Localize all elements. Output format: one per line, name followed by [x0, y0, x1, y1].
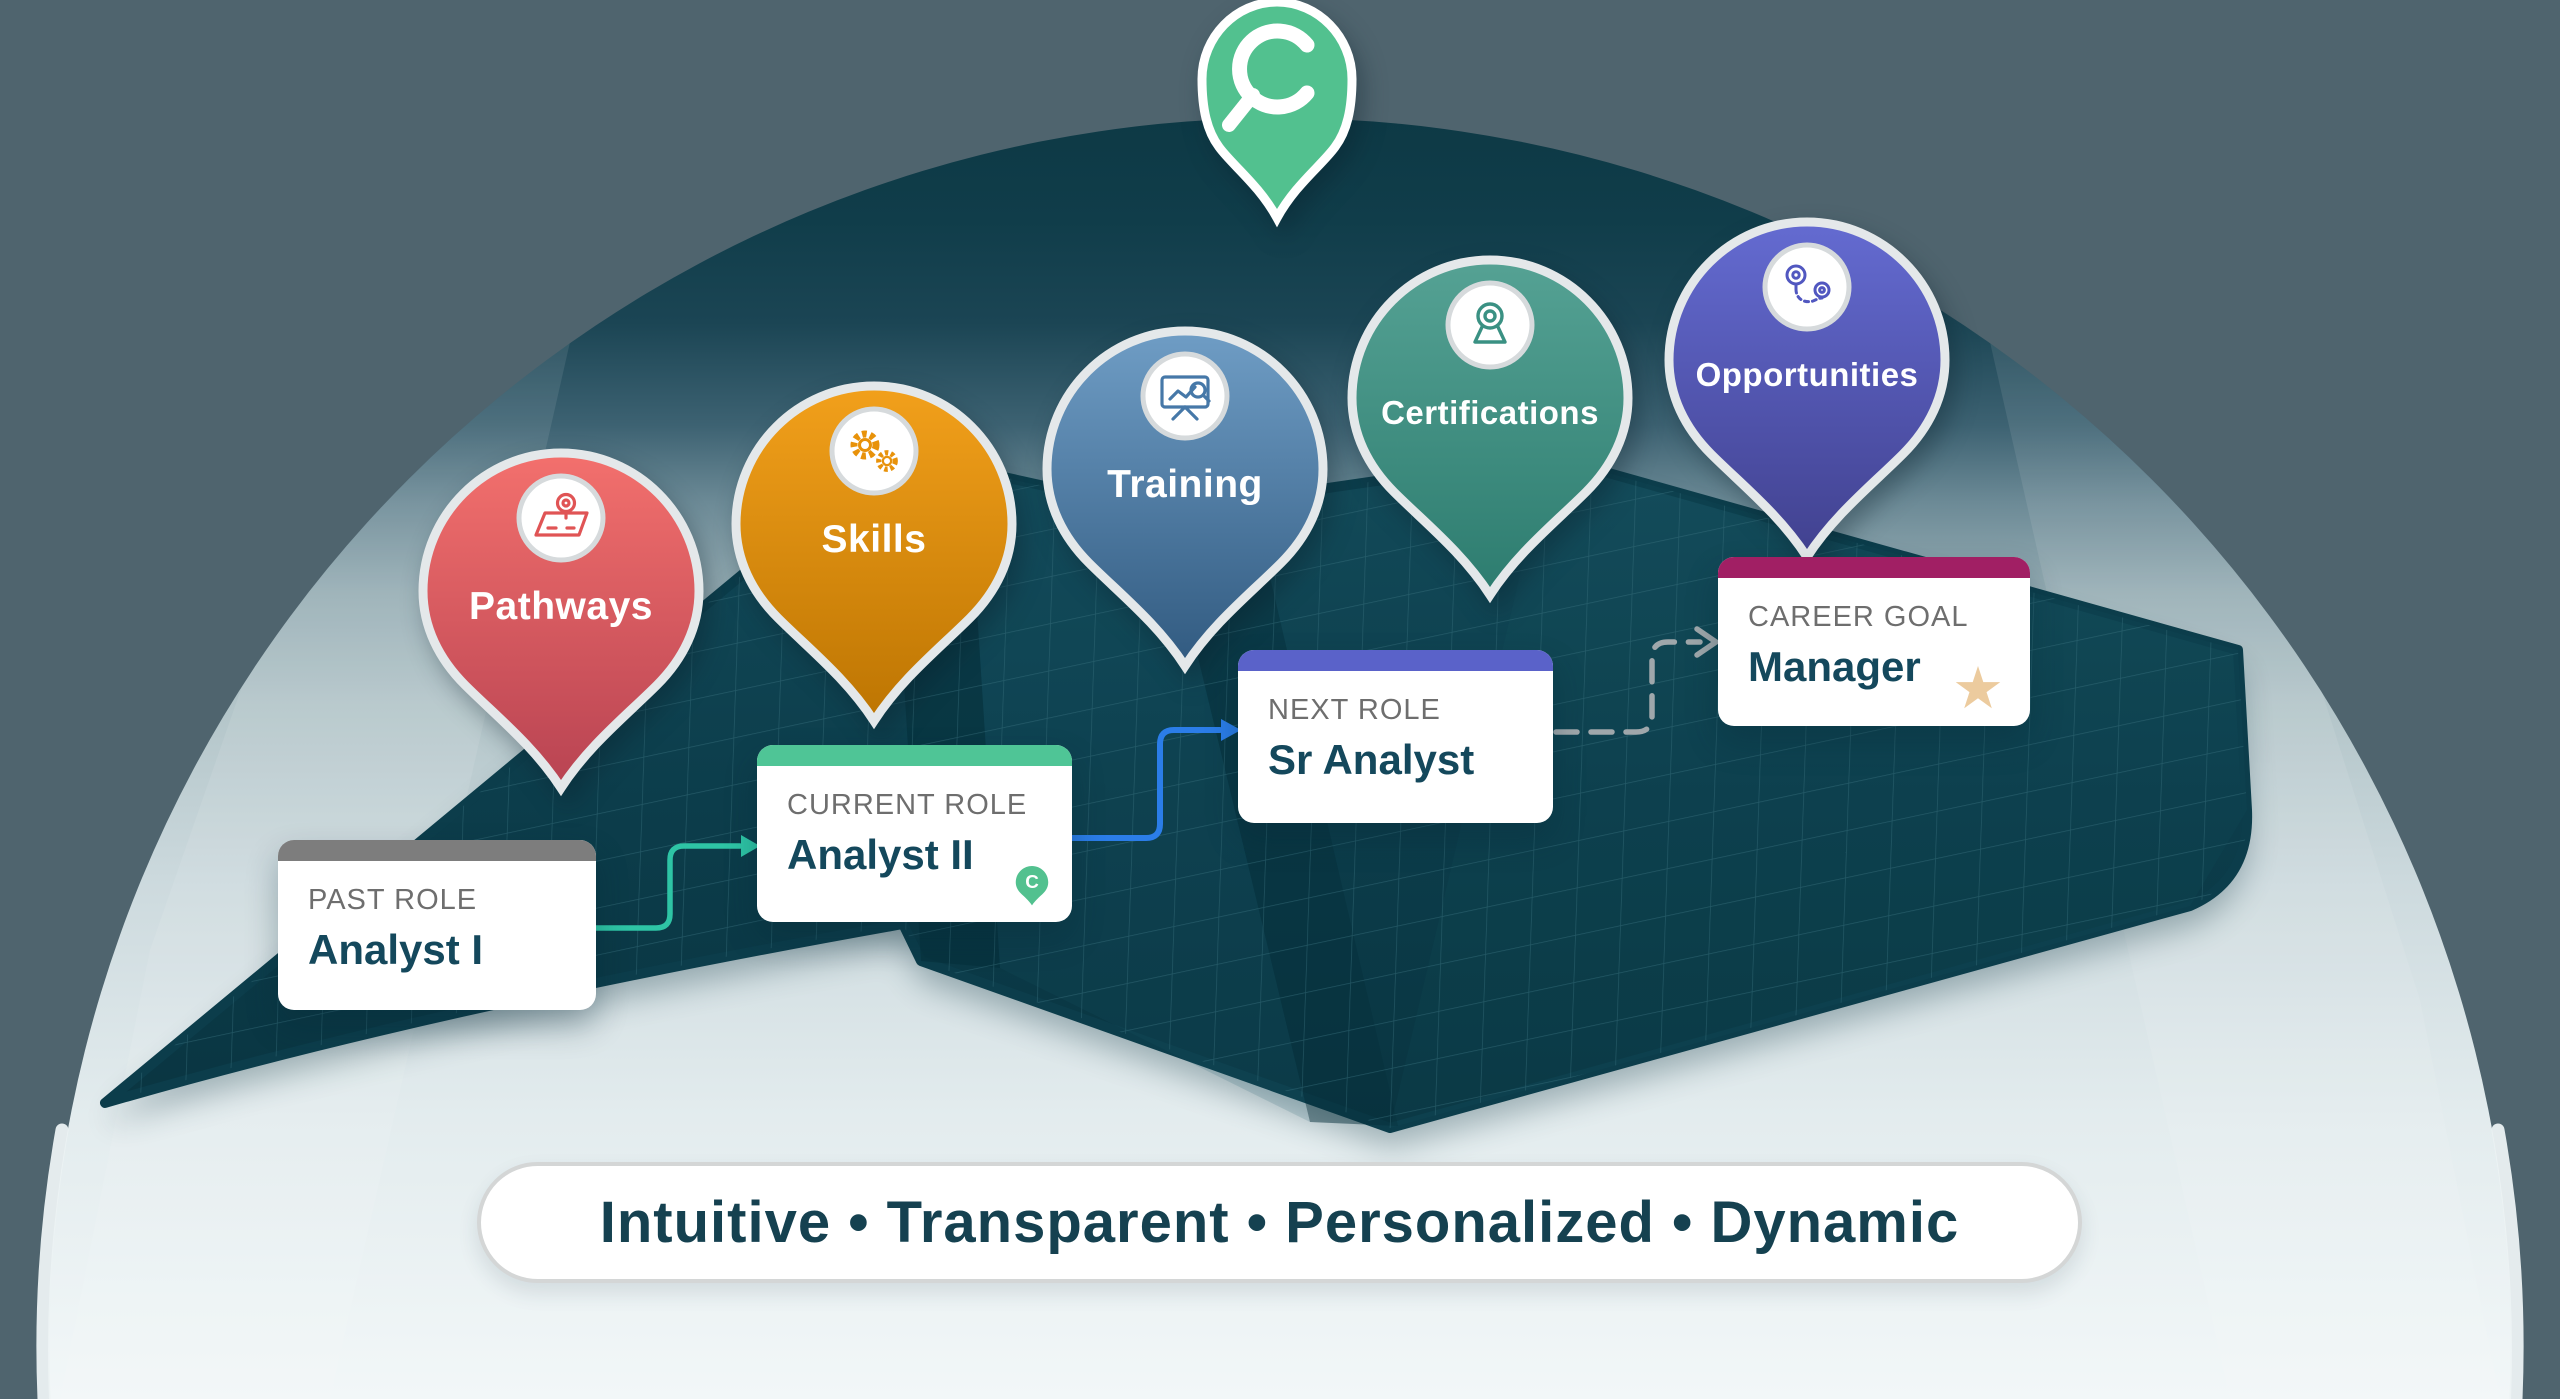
card-value: Manager	[1748, 643, 1921, 690]
pin-pathways: Pathways	[423, 453, 699, 788]
arrowhead-chevron-icon	[1694, 626, 1721, 658]
pin-label: Pathways	[469, 585, 653, 628]
pin-label: Opportunities	[1696, 356, 1919, 393]
location-pin-icon: C	[1015, 866, 1049, 906]
card-accent-bar	[1718, 557, 2030, 578]
card-label: PAST ROLE	[308, 884, 478, 916]
presentation-chart-icon	[1160, 375, 1211, 421]
star-icon: ★	[1952, 656, 2004, 721]
card-career-goal: CAREER GOAL Manager ★	[1718, 557, 2030, 726]
pin-skills: Skills	[736, 386, 1012, 721]
pin-icon-circle	[1762, 242, 1852, 332]
connector-past-to-current	[593, 835, 760, 931]
pin-label: Skills	[822, 518, 927, 561]
card-accent-bar	[278, 840, 596, 861]
pin-opportunities: Opportunities	[1669, 222, 1945, 557]
pin-certifications: Certifications	[1352, 260, 1628, 595]
tagline-pill: Intuitive • Transparent • Personalized •…	[477, 1162, 2082, 1283]
route-pins-icon	[1785, 264, 1831, 304]
dome-rim-left	[36, 1123, 69, 1399]
card-value: Analyst I	[308, 926, 484, 973]
pin-training: Training	[1047, 331, 1323, 666]
pin-icon-circle	[516, 473, 606, 563]
card-value: Analyst II	[787, 831, 974, 878]
card-accent-bar	[757, 745, 1072, 766]
card-current-role: CURRENT ROLE Analyst II C	[757, 745, 1072, 922]
location-badge-icon	[1473, 302, 1507, 344]
card-next-role: NEXT ROLE Sr Analyst	[1238, 650, 1553, 823]
connector-next-to-goal	[1553, 626, 1721, 735]
card-label: NEXT ROLE	[1268, 694, 1441, 726]
tagline-text: Intuitive • Transparent • Personalized •…	[599, 1190, 1960, 1255]
dome-rim-right	[2491, 1123, 2524, 1399]
pin-label: Training	[1107, 463, 1263, 506]
card-value: Sr Analyst	[1268, 736, 1475, 783]
card-label: CAREER GOAL	[1748, 601, 1969, 633]
pin-icon-circle	[829, 406, 919, 496]
card-past-role: PAST ROLE Analyst I	[278, 840, 596, 1010]
arrowhead-icon	[1221, 719, 1241, 741]
pin-icon-circle	[1445, 280, 1535, 370]
gears-icon	[850, 430, 898, 472]
card-label: CURRENT ROLE	[787, 789, 1028, 821]
brand-logo-pin	[1197, 0, 1357, 228]
card-accent-bar	[1238, 650, 1553, 671]
map-route-icon	[534, 492, 589, 537]
svg-text:C: C	[1025, 871, 1039, 892]
search-c-logo-icon	[1222, 23, 1315, 132]
arrowhead-icon	[741, 835, 760, 857]
connector-current-to-next	[1069, 719, 1241, 841]
pin-label: Certifications	[1381, 394, 1599, 431]
